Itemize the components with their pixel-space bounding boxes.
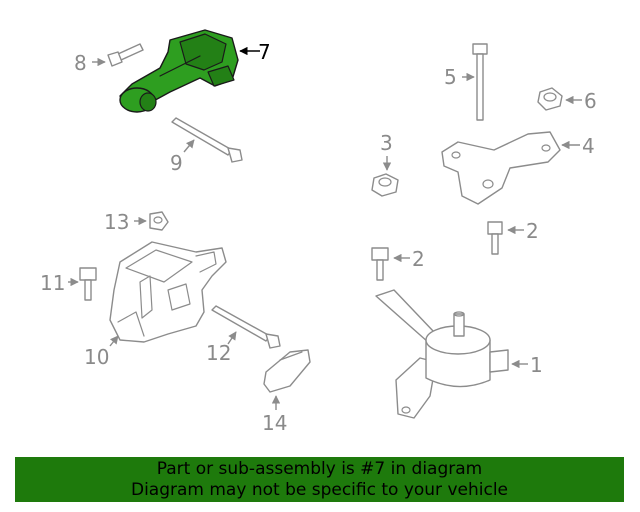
banner-line-2: Diagram may not be specific to your vehi…: [130, 480, 508, 500]
part-1-engine-mount[interactable]: [375, 289, 509, 419]
part-4-bracket[interactable]: [441, 131, 561, 205]
callout-8[interactable]: 8: [74, 51, 87, 75]
part-2-bolt-upper[interactable]: [487, 221, 503, 255]
notice-banner: Part or sub-assembly is #7 in diagram Di…: [15, 457, 624, 502]
callout-6[interactable]: 6: [584, 89, 597, 113]
part-6-nut[interactable]: [537, 87, 563, 111]
parts-diagram: 7 8 9 5 6 3 4 2: [40, 29, 597, 435]
part-14-cover[interactable]: [263, 349, 311, 393]
callout-13[interactable]: 13: [104, 210, 129, 234]
callout-5[interactable]: 5: [444, 65, 457, 89]
part-11-bolt[interactable]: [79, 267, 97, 301]
callout-14[interactable]: 14: [262, 411, 287, 435]
part-7-torque-rod[interactable]: [119, 29, 239, 113]
callout-11[interactable]: 11: [40, 271, 65, 295]
callout-2-lower[interactable]: 2: [412, 247, 425, 271]
callout-7[interactable]: 7: [258, 40, 271, 64]
callout-3[interactable]: 3: [380, 131, 393, 155]
callout-1[interactable]: 1: [530, 353, 543, 377]
callout-4[interactable]: 4: [582, 134, 595, 158]
banner-line-1: Part or sub-assembly is #7 in diagram: [156, 459, 483, 479]
callout-12[interactable]: 12: [206, 341, 231, 365]
part-9-bolt[interactable]: [171, 117, 243, 163]
part-12-bolt[interactable]: [211, 305, 281, 349]
part-8-bolt[interactable]: [107, 43, 144, 67]
part-10-mount-bracket[interactable]: [109, 241, 227, 343]
part-5-bolt[interactable]: [472, 43, 488, 121]
part-2-bolt-lower[interactable]: [371, 247, 389, 281]
callout-10[interactable]: 10: [84, 345, 109, 369]
callout-9[interactable]: 9: [170, 151, 183, 175]
part-13-nut[interactable]: [149, 211, 169, 231]
callout-2-upper[interactable]: 2: [526, 219, 539, 243]
part-3-nut[interactable]: [371, 173, 399, 197]
